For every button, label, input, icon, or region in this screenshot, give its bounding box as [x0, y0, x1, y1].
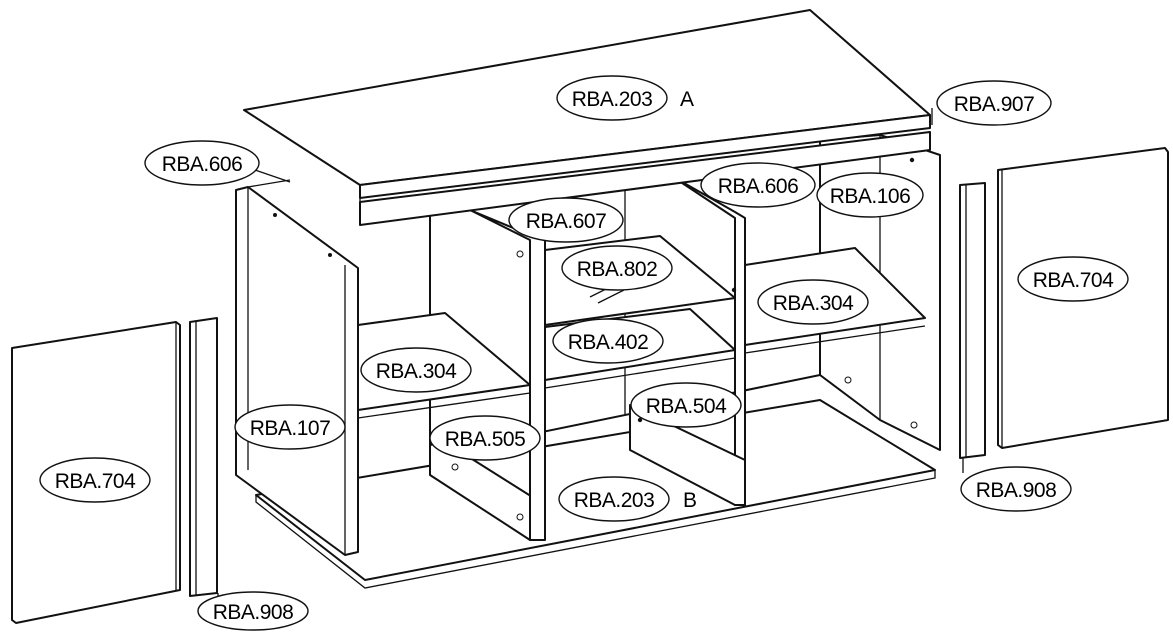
svg-text:RBA.907: RBA.907	[954, 93, 1035, 116]
svg-text:RBA.704: RBA.704	[55, 470, 136, 493]
callout-left-partition: RBA.505	[429, 415, 541, 461]
callout-top-panel: RBA.203 A	[556, 75, 694, 121]
callout-right-door: RBA.704	[1017, 256, 1129, 302]
left-side-panel	[235, 186, 359, 556]
svg-text:RBA.203: RBA.203	[572, 88, 653, 111]
svg-text:RBA.704: RBA.704	[1033, 269, 1114, 292]
callout-right-partition: RBA.504	[630, 382, 742, 428]
svg-text:A: A	[680, 88, 694, 111]
svg-text:RBA.505: RBA.505	[445, 428, 526, 451]
svg-text:RBA.107: RBA.107	[250, 417, 331, 440]
svg-text:RBA.607: RBA.607	[526, 210, 607, 233]
svg-text:RBA.606: RBA.606	[162, 153, 243, 176]
callout-right-strip: RBA.908	[960, 466, 1072, 512]
svg-text:RBA.106: RBA.106	[830, 185, 911, 208]
callout-left-shelf: RBA.304	[360, 347, 472, 393]
callout-center-shelf: RBA.402	[552, 318, 664, 364]
right-strip	[959, 182, 986, 459]
svg-text:B: B	[683, 489, 697, 512]
callout-glass-shelf: RBA.802	[561, 245, 673, 291]
left-strip	[189, 317, 218, 597]
callout-bottom-panel: RBA.203 B	[558, 476, 697, 522]
svg-text:RBA.908: RBA.908	[213, 601, 294, 624]
svg-text:RBA.908: RBA.908	[976, 479, 1057, 502]
callout-right-back-edge: RBA.606	[700, 162, 816, 208]
callout-left-door: RBA.704	[39, 457, 151, 503]
callout-right-shelf: RBA.304	[757, 279, 869, 325]
svg-text:RBA.304: RBA.304	[376, 360, 457, 383]
svg-text:RBA.304: RBA.304	[773, 292, 854, 315]
callout-top-front-rail: RBA.907	[936, 80, 1052, 126]
svg-text:RBA.402: RBA.402	[568, 331, 649, 354]
callout-center-back-shelf: RBA.607	[508, 197, 624, 243]
callout-right-inner-side: RBA.106	[816, 172, 924, 218]
svg-text:RBA.203: RBA.203	[574, 489, 655, 512]
svg-text:RBA.802: RBA.802	[577, 258, 658, 281]
callout-left-side-panel: RBA.107	[234, 404, 346, 450]
svg-text:RBA.504: RBA.504	[646, 395, 727, 418]
callout-left-strip: RBA.908	[197, 591, 309, 631]
svg-text:RBA.606: RBA.606	[718, 175, 799, 198]
callout-left-back-edge: RBA.606	[144, 140, 260, 186]
